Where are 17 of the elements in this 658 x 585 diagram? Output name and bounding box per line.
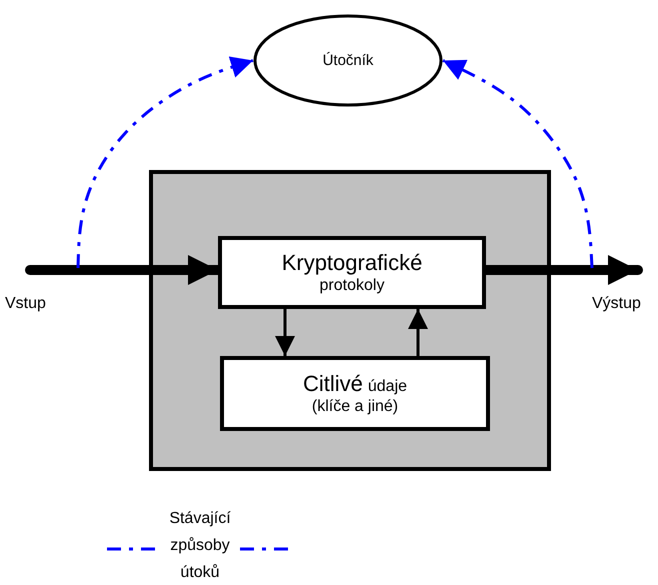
ellipse-node	[253, 14, 443, 107]
process-box	[218, 236, 486, 309]
node-label: protokoly	[320, 277, 384, 294]
node-label: (klíče a jiné)	[312, 398, 398, 416]
arrow	[76, 56, 254, 268]
io-label: Vstup	[5, 295, 46, 313]
arrow	[275, 309, 295, 356]
io-label: Výstup	[592, 295, 641, 313]
node-label: Citlivé	[302, 370, 363, 396]
arrow	[442, 59, 594, 268]
arrow	[408, 309, 428, 356]
legend-label: Stávající způsoby útoků	[168, 509, 232, 583]
node-label: údaje	[368, 378, 408, 395]
process-box	[220, 356, 490, 431]
node-label: Útočník	[322, 52, 374, 69]
module-box	[149, 170, 551, 471]
node-label: Kryptografické	[282, 250, 422, 275]
